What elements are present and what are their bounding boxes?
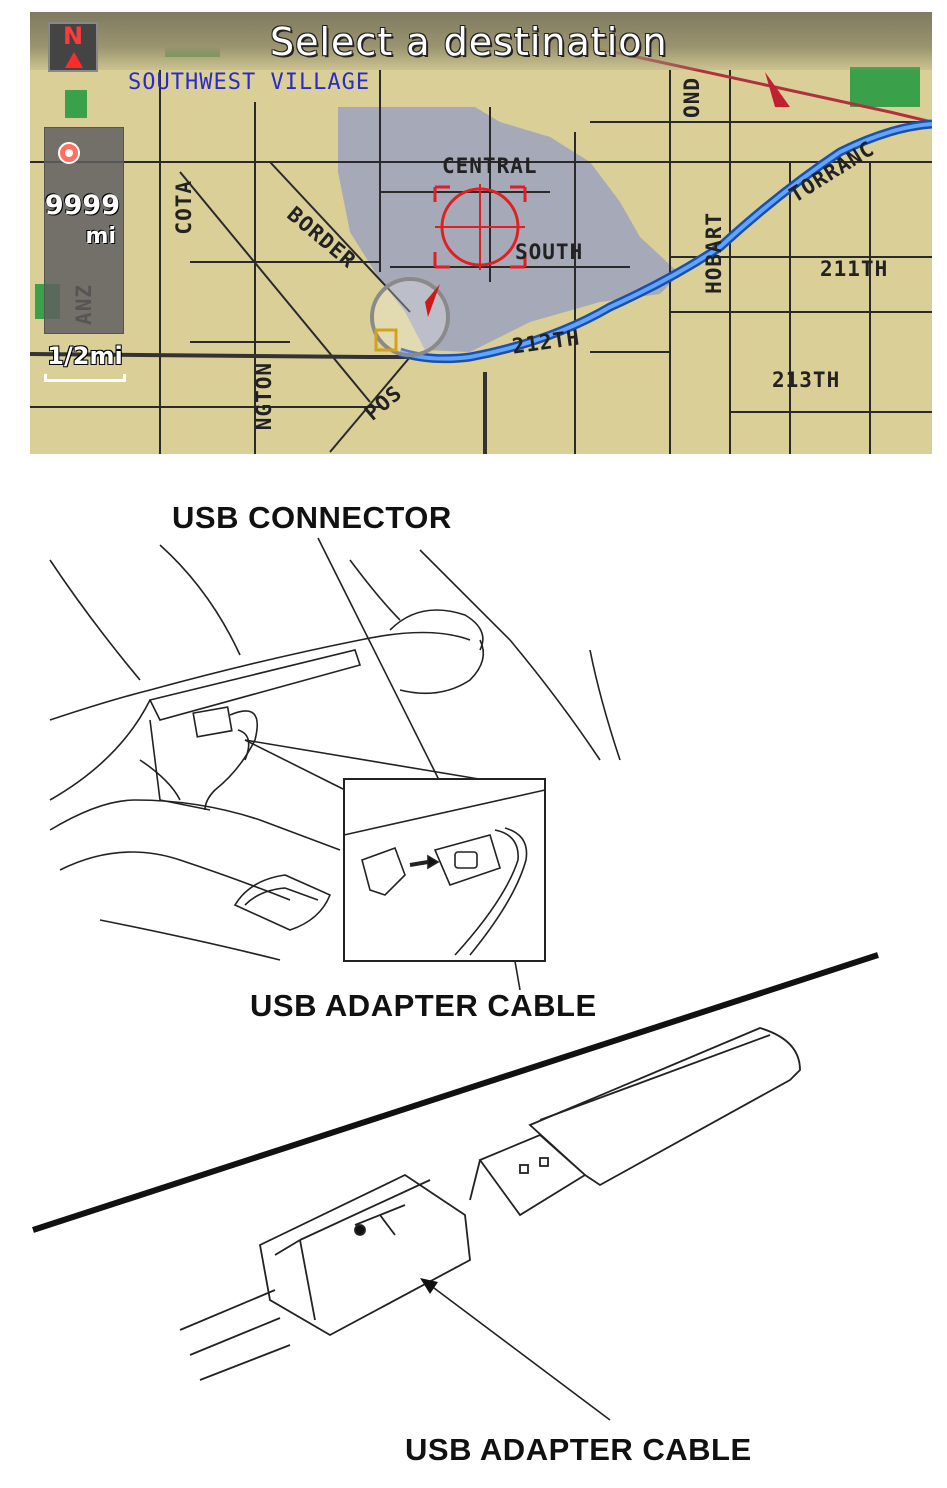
street-label: 213TH [772,368,841,392]
detail-inset-drawing [343,789,546,956]
distance-value: 9999 [44,190,120,221]
route-line [399,122,932,361]
street-label: 211TH [820,257,889,281]
vehicle-position-marker [370,277,450,357]
navigation-map-screen[interactable]: N Select a destination SOUTHWEST VILLAGE… [30,12,932,454]
compass-letter: N [62,22,84,50]
map-scale-button[interactable]: 1/2mi [47,342,123,370]
screen-title: Select a destination [270,20,668,64]
callout-line [429,1284,611,1421]
arrowhead [420,1278,438,1294]
center-console-drawing [49,544,621,961]
area-name-label: SOUTHWEST VILLAGE [128,70,371,95]
destination-cursor[interactable] [433,184,527,270]
map-scale-bar [44,374,126,382]
street-label: SOUTH [515,240,584,264]
console-usb-plug [192,706,259,811]
park-area [850,67,920,107]
highlighted-district [338,107,680,352]
north-up-compass-icon[interactable]: N [48,22,98,72]
usb-flash-drive-drawing [469,1027,801,1217]
distance-unit: mi [85,224,116,249]
road-grid [30,70,932,454]
usb-adapter-cable-label: USB ADAPTER CABLE [405,1432,752,1467]
section-divider [32,952,879,1233]
street-label: CENTRAL [442,154,538,178]
title-bar [30,12,932,70]
side-info-panel [44,127,124,334]
usb-adapter-cable-label: USB ADAPTER CABLE [250,988,597,1023]
tower-icon [765,72,790,107]
usb-adapter-drawing [179,1173,471,1381]
park-area [65,90,87,118]
destination-pin-icon [58,142,80,164]
usb-connector-label: USB CONNECTOR [172,500,452,535]
compass-arrow-icon [65,52,83,68]
